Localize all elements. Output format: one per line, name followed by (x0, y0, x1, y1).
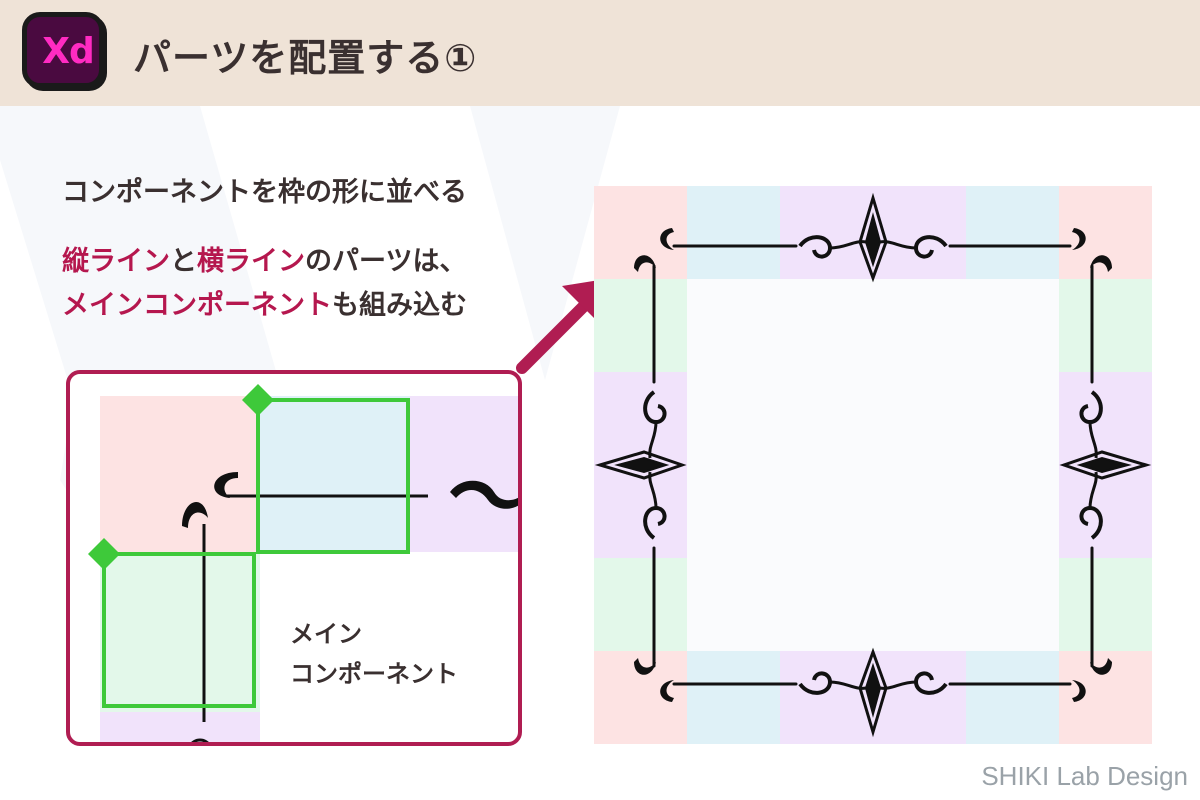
closeup-drawing (88, 384, 518, 742)
note-text: と (170, 246, 197, 277)
note-line-2: メインコンポーネントも組み込む (62, 284, 467, 328)
note-highlight-horizontal: 横ライン (197, 246, 305, 277)
main-component-label: メイン コンポーネント (290, 614, 458, 694)
logo-text: Xd (42, 31, 95, 72)
page-title: パーツを配置する① (133, 36, 478, 80)
xd-logo-icon: Xd (18, 8, 108, 92)
main-label-line-2: コンポーネント (290, 660, 458, 688)
note-highlight-vertical: 縦ライン (62, 246, 170, 277)
credit-text: SHIKI Lab Design (981, 761, 1188, 791)
header-bar: Xd パーツを配置する① (0, 0, 1200, 106)
note-line-1: 縦ラインと横ラインのパーツは、 (62, 240, 467, 284)
note-text: も組み込む (332, 290, 467, 321)
component-closeup-panel: メイン コンポーネント (66, 370, 522, 746)
ornament-frame (594, 186, 1152, 744)
main-label-line-1: メイン (290, 620, 362, 648)
instruction-note: 縦ラインと横ラインのパーツは、 メインコンポーネントも組み込む (62, 240, 467, 328)
note-text: のパーツは、 (305, 246, 467, 277)
note-highlight-main: メインコンポーネント (62, 290, 332, 321)
subtitle: コンポーネントを枠の形に並べる (62, 177, 467, 208)
